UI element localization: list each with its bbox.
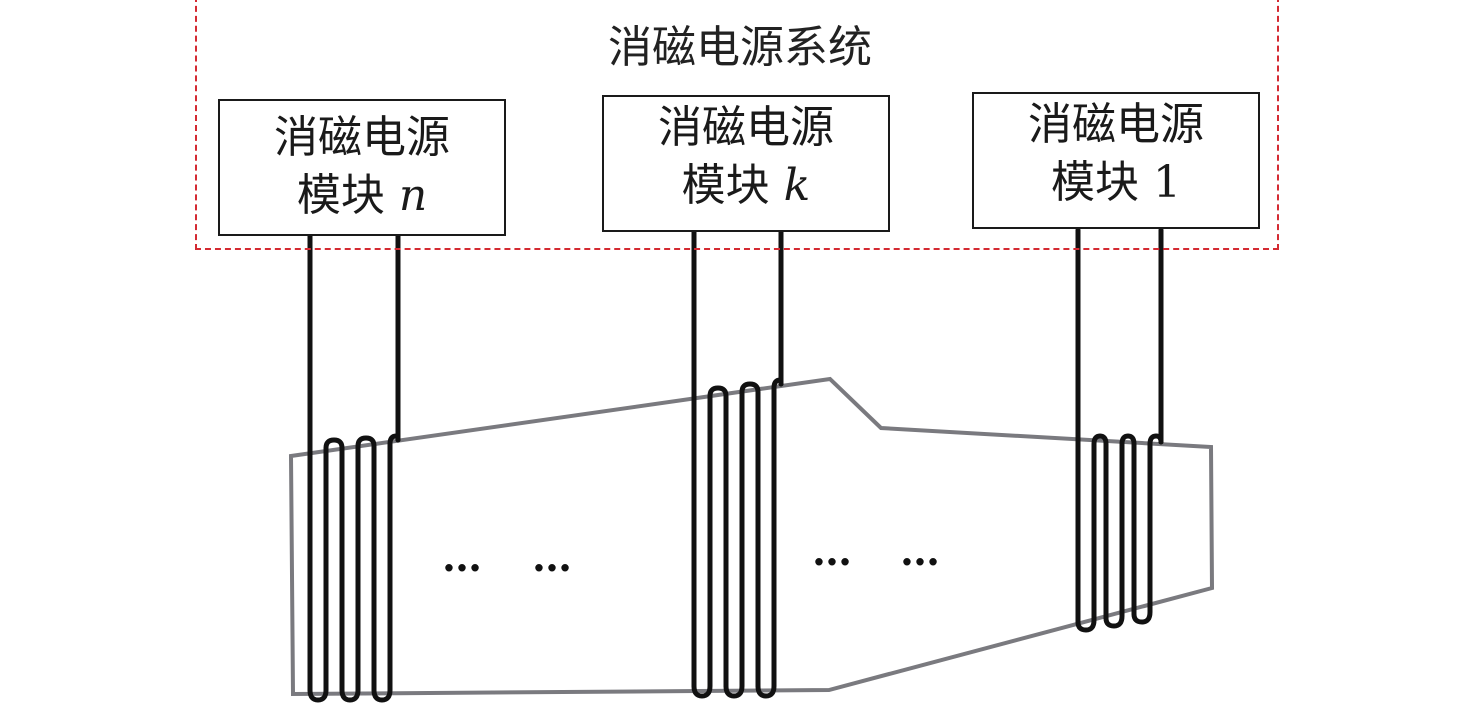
module-k-prefix: 模块 (681, 160, 770, 211)
module-n-index: n (398, 170, 428, 221)
module-1-prefix: 模块 (1051, 157, 1139, 208)
coil-turn (1131, 433, 1164, 625)
coil-group-k (691, 229, 784, 699)
module-n-box: 消磁电源 模块 n (218, 99, 506, 236)
coil-turn (371, 433, 401, 703)
ellipsis-2: … (532, 534, 574, 581)
module-1-line1: 消磁电源 (1028, 99, 1204, 150)
coil-turn (691, 385, 729, 699)
coil-turn (307, 437, 345, 703)
module-n-prefix: 模块 (296, 170, 385, 221)
system-boundary (195, 0, 1279, 250)
module-k-index: k (783, 160, 811, 211)
coil-turn (755, 377, 784, 699)
ellipsis-3: … (812, 528, 854, 575)
ellipsis-1: … (442, 534, 484, 581)
module-k-line2: 模块 k (604, 157, 888, 215)
module-1-box: 消磁电源 模块 1 (972, 92, 1260, 229)
module-k-box: 消磁电源 模块 k (602, 95, 890, 232)
coil-group-n (307, 233, 401, 703)
module-1-line2: 模块 1 (974, 154, 1258, 212)
coil-turn (339, 435, 377, 703)
coil-turn (723, 381, 761, 699)
coil-turn (1075, 433, 1109, 633)
module-n-line2: 模块 n (220, 167, 504, 225)
hull-outline (288, 376, 1215, 697)
module-k-line1: 消磁电源 (658, 102, 834, 153)
module-n-line1: 消磁电源 (274, 112, 450, 163)
ellipsis-4: … (900, 528, 942, 575)
system-title: 消磁电源系统 (608, 22, 872, 73)
coil-turn (1103, 433, 1137, 629)
module-1-index: 1 (1153, 157, 1181, 208)
coil-group-1 (1075, 227, 1164, 633)
